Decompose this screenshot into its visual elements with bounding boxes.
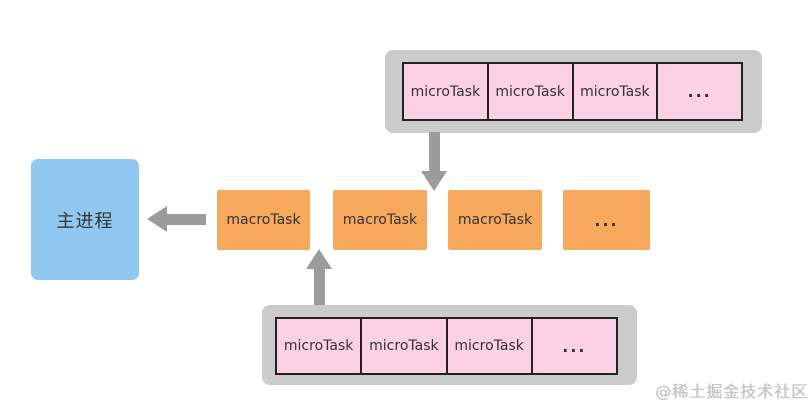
left-arrow-icon: [166, 214, 206, 225]
microtask-cell: microTask: [402, 62, 489, 121]
microtask-ellipsis-cell: ...: [656, 62, 743, 121]
microtask-cell: microTask: [486, 62, 574, 121]
microtask-ellipsis-cell: ...: [530, 317, 618, 375]
bottom-microtask-queue-row: microTask microTask microTask ...: [275, 317, 618, 375]
microtask-cell: microTask: [275, 317, 363, 375]
top-microtask-queue: microTask microTask microTask ...: [385, 50, 762, 133]
down-arrow-icon: [429, 132, 440, 172]
macrotask-box: macroTask: [333, 190, 427, 250]
macrotask-box: macroTask: [217, 190, 310, 250]
bottom-microtask-queue: microTask microTask microTask ...: [262, 305, 637, 385]
left-arrow-head-icon: [147, 206, 167, 232]
up-arrow-icon: [314, 267, 325, 306]
watermark: @稀土掘金技术社区: [654, 382, 808, 401]
main-process-box: 主进程: [31, 159, 139, 280]
up-arrow-head-icon: [306, 249, 332, 269]
down-arrow-head-icon: [421, 171, 447, 191]
microtask-cell: microTask: [445, 317, 533, 375]
macrotask-box: macroTask: [448, 190, 542, 250]
microtask-cell: microTask: [360, 317, 448, 375]
top-microtask-queue-row: microTask microTask microTask ...: [402, 62, 743, 121]
microtask-cell: microTask: [571, 62, 659, 121]
macrotask-ellipsis-box: ...: [563, 190, 650, 250]
